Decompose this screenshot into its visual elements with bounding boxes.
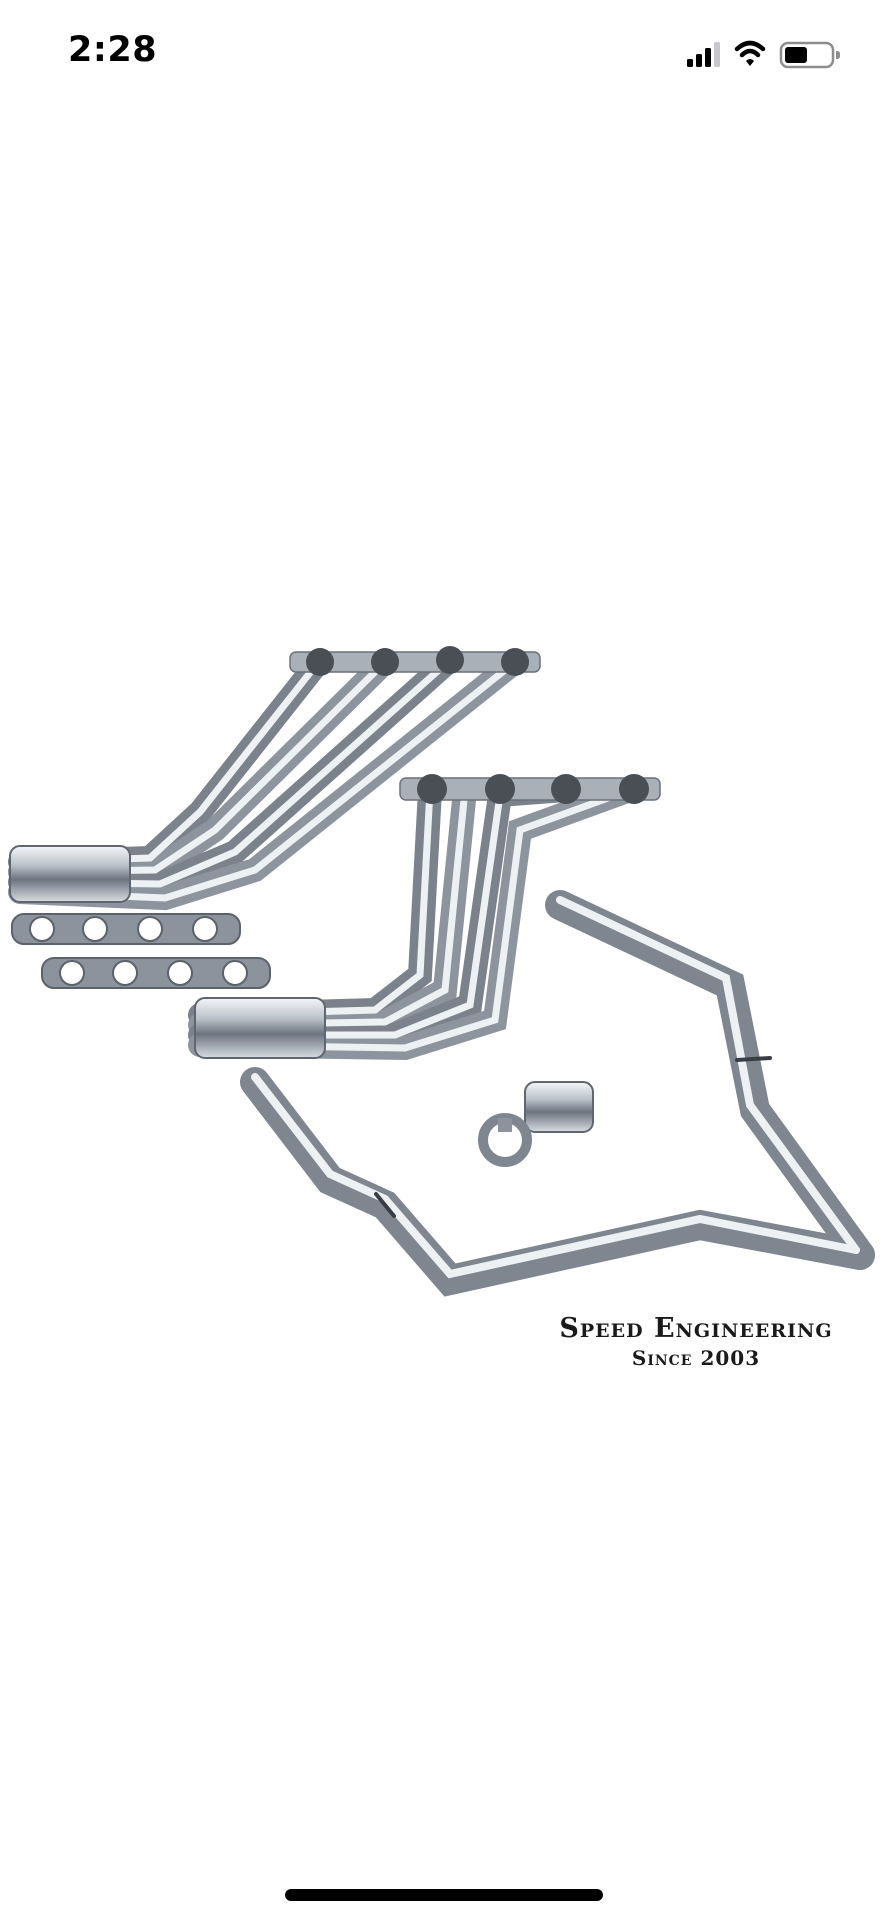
cellular-signal-icon	[687, 42, 720, 67]
header-gaskets	[11, 913, 271, 989]
wifi-icon	[734, 40, 766, 66]
status-icons	[687, 38, 849, 77]
status-time: 2:28	[68, 30, 158, 70]
product-photo[interactable]: Speed Engineering Since 2003	[0, 625, 887, 1370]
status-bar: 2:28	[0, 0, 887, 110]
exhaust-clamp	[478, 1081, 594, 1167]
left-header	[8, 646, 541, 911]
battery-icon	[779, 41, 840, 69]
brand-since: Since 2003	[631, 1346, 761, 1370]
home-indicator[interactable]	[285, 1889, 603, 1901]
right-header	[188, 774, 661, 1061]
brand-logo: Speed Engineering Since 2003	[526, 1313, 866, 1370]
brand-name: Speed Engineering	[559, 1313, 833, 1344]
y-pipe	[240, 890, 875, 1297]
